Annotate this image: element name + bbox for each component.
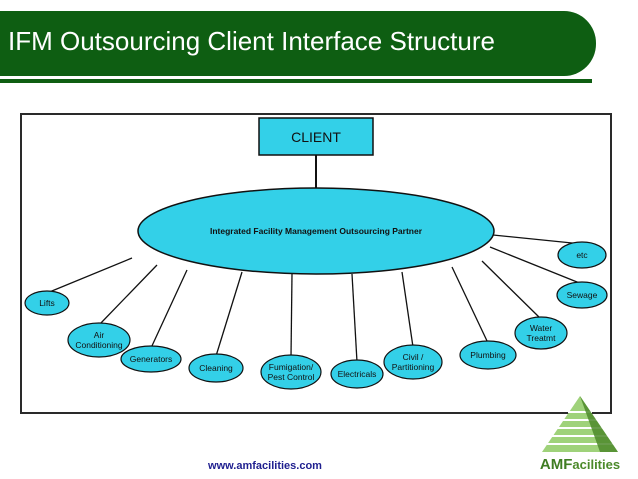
logo-text: AMFacilities: [539, 456, 621, 473]
service-node-ellipse: [556, 281, 608, 309]
service-node: Cleaning: [188, 353, 244, 383]
spoke-connectors: [46, 234, 583, 363]
service-node-label: Sewage: [567, 290, 598, 300]
service-node-ellipse: [120, 345, 182, 373]
service-node: Electricals: [330, 359, 384, 389]
service-node-label: Pest Control: [268, 372, 315, 382]
spoke-connector: [401, 271, 414, 348]
service-node-label: Lifts: [39, 298, 55, 308]
footer-url[interactable]: www.amfacilities.com: [208, 460, 322, 472]
service-node-label: Cleaning: [199, 363, 233, 373]
hub-label: Integrated Facility Management Outsourci…: [210, 226, 423, 236]
service-node-ellipse: [188, 353, 244, 383]
service-node: Fumigation/Pest Control: [260, 354, 322, 390]
service-node: Generators: [120, 345, 182, 373]
spoke-connector: [451, 266, 489, 344]
service-node-label: Civil /: [403, 352, 424, 362]
spoke-connector: [492, 234, 583, 245]
spoke-connector: [215, 271, 243, 357]
diagram-frame: CLIENT Integrated Facility Management Ou…: [20, 113, 612, 414]
service-node-label: etc: [576, 250, 588, 260]
service-node-ellipse: [514, 316, 568, 350]
service-node-ellipse: [459, 340, 517, 370]
service-node-label: Water: [530, 323, 553, 333]
service-node-label: Air: [94, 330, 105, 340]
service-node-ellipse: [557, 241, 607, 269]
service-node-label: Partitioning: [392, 362, 435, 372]
client-box: [258, 117, 374, 156]
amfacilities-logo: AMFacilities: [538, 394, 622, 476]
title-underline: [0, 79, 592, 83]
service-node-label: Conditioning: [75, 340, 123, 350]
client-label: CLIENT: [291, 129, 341, 145]
logo-mark: [542, 396, 618, 452]
service-node: Plumbing: [459, 340, 517, 370]
service-node-ellipse: [260, 354, 322, 390]
service-node: etc: [557, 241, 607, 269]
service-node-label: Fumigation/: [269, 362, 314, 372]
spoke-connector: [290, 273, 293, 358]
service-node: Civil /Partitioning: [383, 344, 443, 380]
service-node-label: Generators: [130, 354, 173, 364]
spoke-connector: [98, 264, 158, 326]
title-bar: IFM Outsourcing Client Interface Structu…: [0, 11, 596, 76]
service-node-ellipse: [24, 290, 70, 316]
org-diagram: CLIENT Integrated Facility Management Ou…: [24, 117, 608, 390]
service-node-ellipse: [383, 344, 443, 380]
service-node-label: Plumbing: [470, 350, 506, 360]
spoke-connector: [481, 260, 542, 320]
service-node-label: Treatmt: [527, 333, 557, 343]
service-node: Sewage: [556, 281, 608, 309]
spoke-connector: [150, 269, 188, 349]
hub-ellipse: [137, 187, 495, 275]
spoke-connector: [351, 273, 358, 363]
spoke-connector: [46, 257, 133, 294]
service-node-ellipse: [330, 359, 384, 389]
slide-title: IFM Outsourcing Client Interface Structu…: [8, 26, 495, 56]
service-node-ellipse: [67, 322, 131, 358]
service-node: Lifts: [24, 290, 70, 316]
service-node-label: Electricals: [338, 369, 377, 379]
spoke-connector: [489, 246, 583, 285]
